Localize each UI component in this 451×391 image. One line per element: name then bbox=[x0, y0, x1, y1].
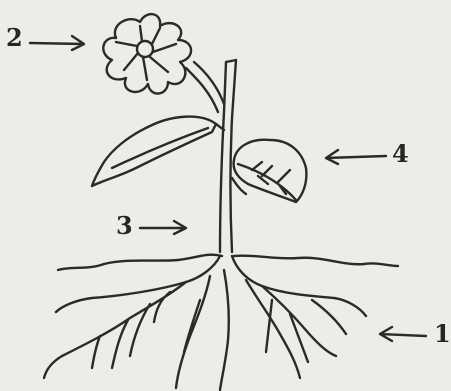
label-3: 3 bbox=[116, 211, 133, 240]
label-1: 1 bbox=[434, 319, 451, 348]
label-2: 2 bbox=[6, 23, 23, 52]
label-4: 4 bbox=[392, 139, 409, 168]
